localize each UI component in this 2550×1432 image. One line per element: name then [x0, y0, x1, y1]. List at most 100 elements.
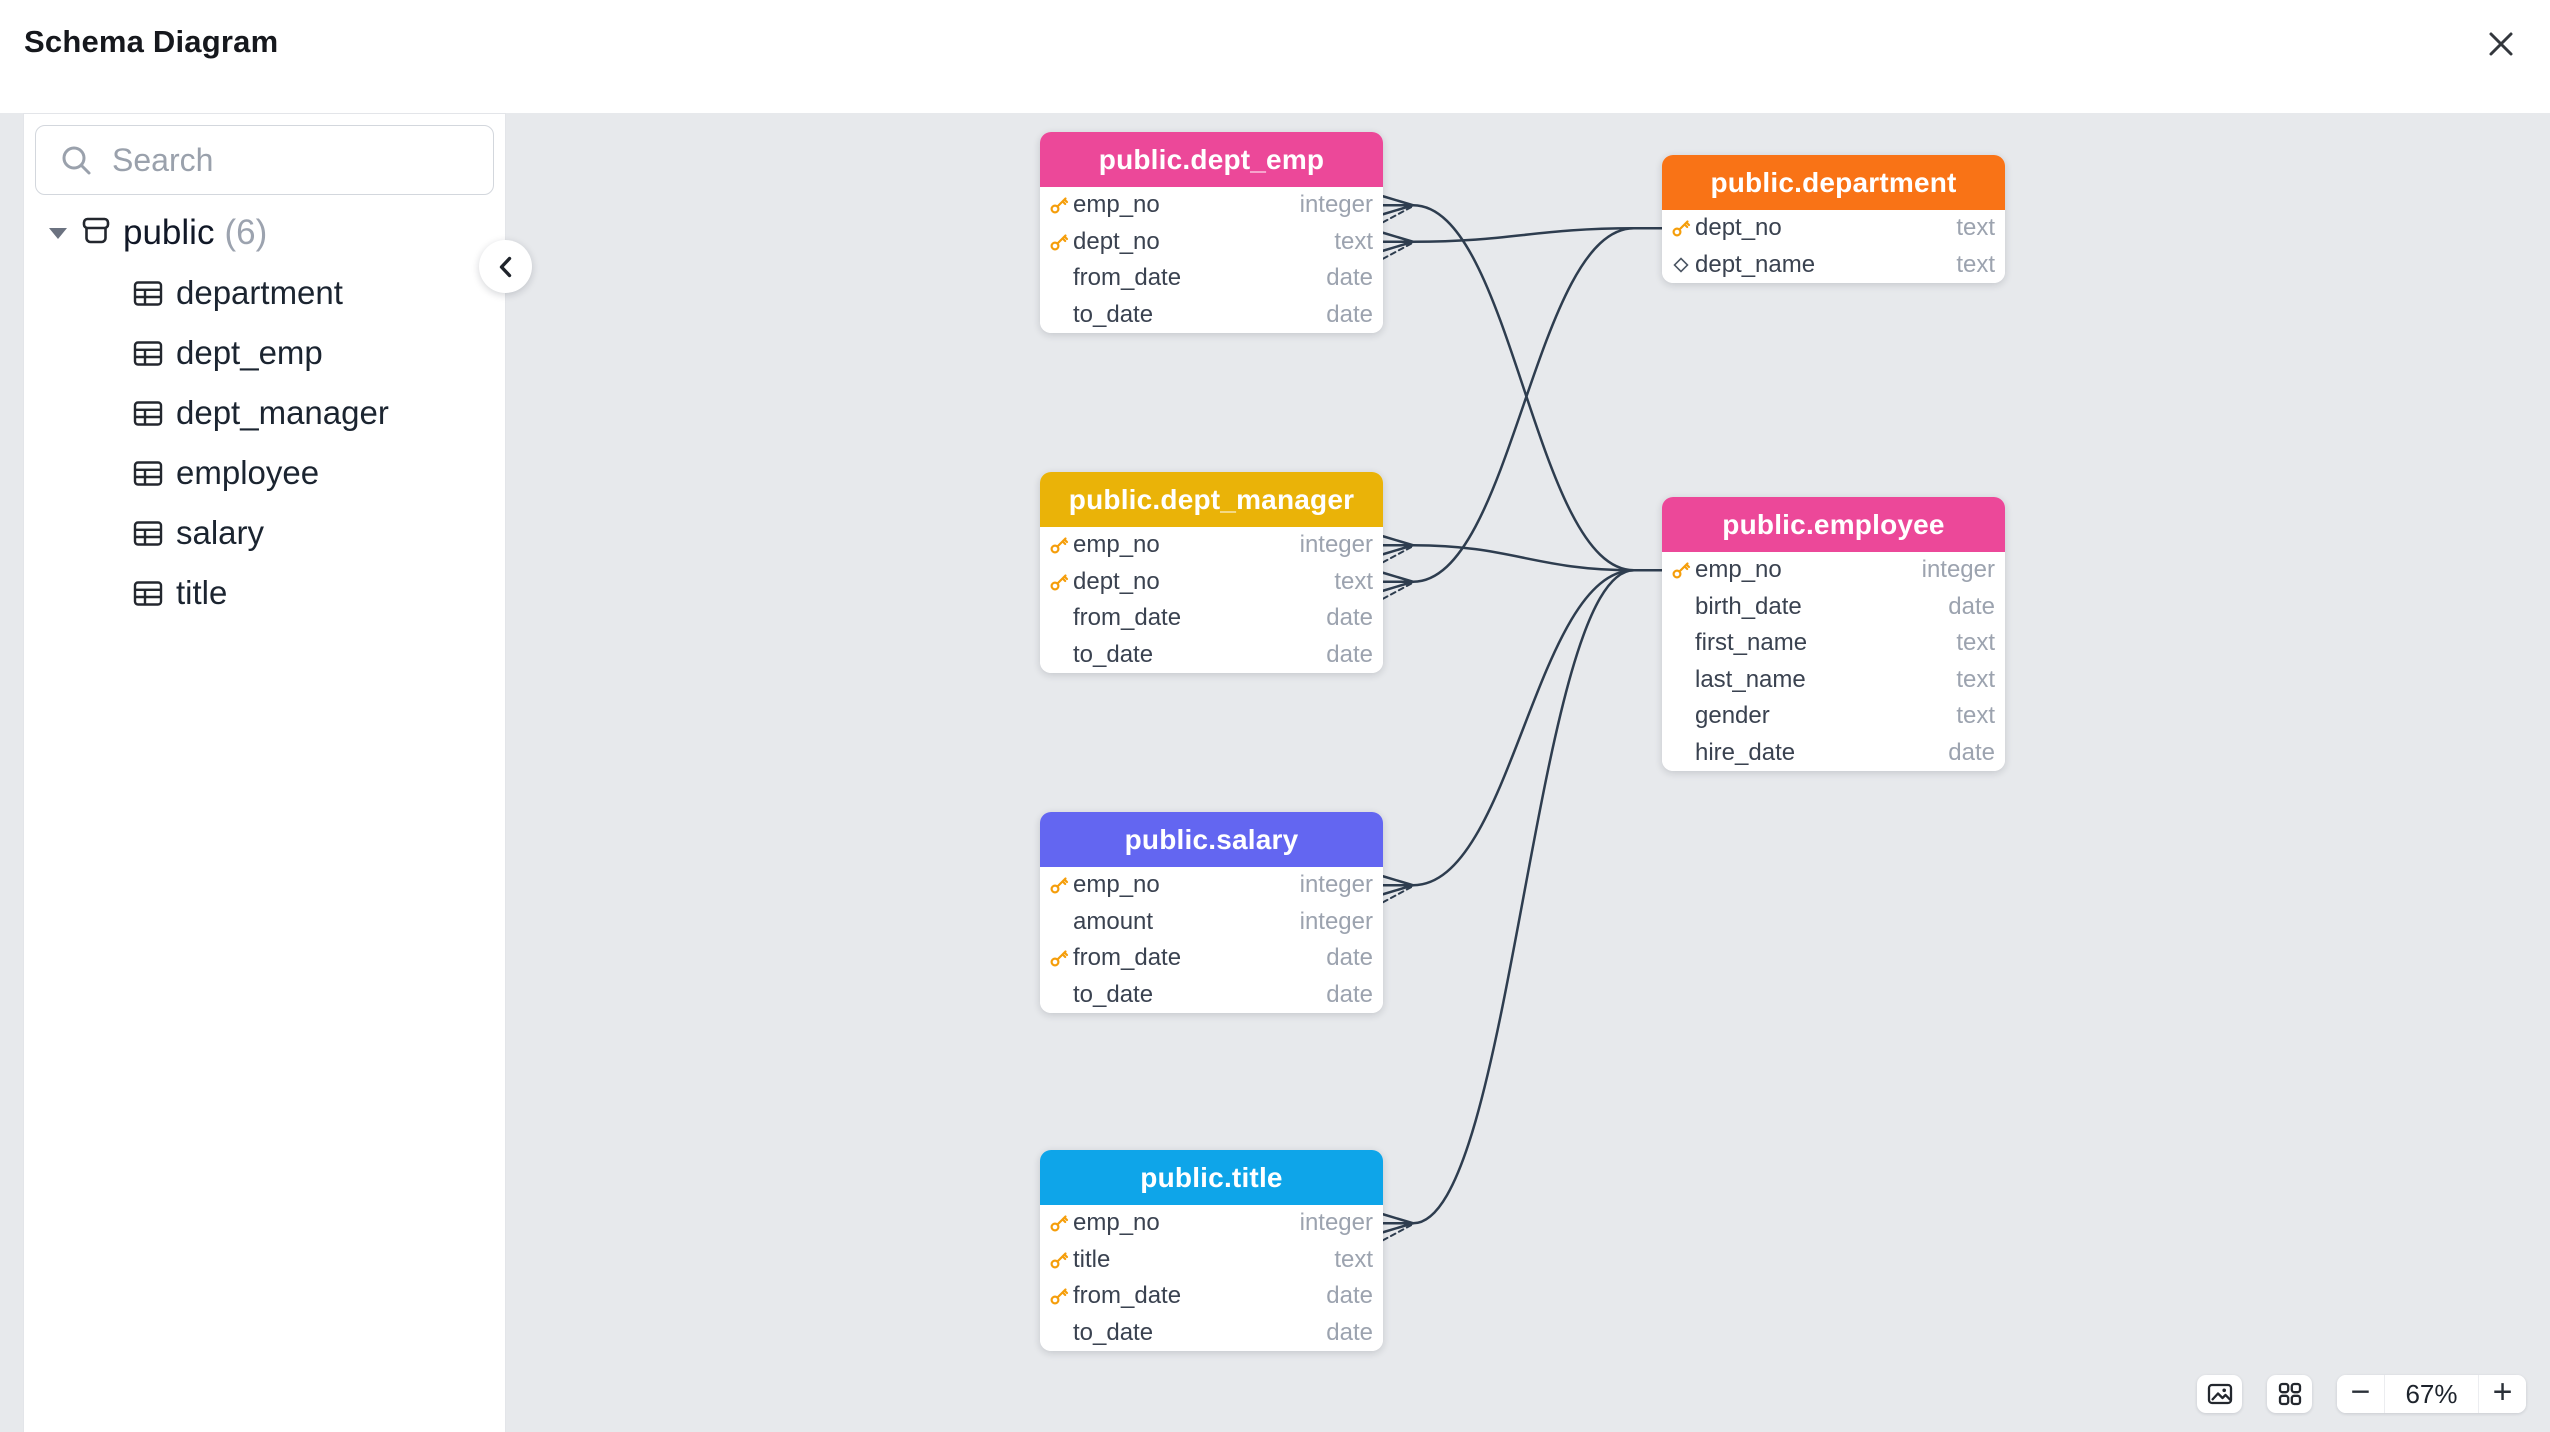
- close-button[interactable]: [2484, 27, 2518, 61]
- column-type: integer: [1921, 556, 1995, 584]
- crowfoot-prong: [1382, 1224, 1412, 1242]
- column-type: date: [1326, 944, 1373, 972]
- crowfoot-prong: [1381, 875, 1415, 887]
- sidebar-item-dept_emp[interactable]: dept_emp: [24, 323, 505, 383]
- search-input[interactable]: [35, 125, 494, 195]
- auto-layout-button[interactable]: [2267, 1375, 2312, 1413]
- column-name: title: [1073, 1245, 1111, 1273]
- entity-header[interactable]: public.employee: [1662, 497, 2005, 552]
- primary-key-icon: [1050, 1215, 1069, 1232]
- column-row: title text: [1040, 1241, 1383, 1278]
- column-type: text: [1334, 227, 1373, 255]
- sidebar-item-dept_manager[interactable]: dept_manager: [24, 383, 505, 443]
- column-type: integer: [1299, 871, 1373, 899]
- column-name: from_date: [1073, 944, 1182, 972]
- column-row: dept_name text: [1662, 246, 2005, 283]
- table-label: dept_emp: [176, 334, 323, 371]
- crowfoot-prong: [1381, 1222, 1415, 1234]
- entity-header[interactable]: public.dept_manager: [1040, 472, 1383, 527]
- column-name: emp_no: [1073, 191, 1160, 219]
- zoom-level: 67%: [2384, 1375, 2479, 1413]
- entity-header[interactable]: public.department: [1662, 155, 2005, 210]
- column-type: date: [1326, 604, 1373, 632]
- entity-header[interactable]: public.title: [1040, 1150, 1383, 1205]
- column-type: integer: [1299, 191, 1373, 219]
- entity-header[interactable]: public.salary: [1040, 812, 1383, 867]
- column-row: amount integer: [1040, 903, 1383, 940]
- table-icon: [133, 580, 163, 606]
- sidebar-item-title[interactable]: title: [24, 563, 505, 623]
- table-icon: [133, 400, 163, 426]
- primary-key-icon: [1050, 537, 1069, 554]
- column-name: dept_no: [1073, 567, 1160, 595]
- column-name: dept_name: [1695, 250, 1816, 278]
- sidebar-collapse-button[interactable]: [479, 240, 532, 293]
- column-name: from_date: [1073, 1282, 1182, 1310]
- zoom-in-button[interactable]: +: [2479, 1375, 2526, 1413]
- relation-edge-dept_emp-employee: [1412, 204, 1662, 572]
- schema-table-count: (6): [224, 213, 268, 252]
- crowfoot-prong: [1382, 206, 1412, 224]
- crowfoot-prong: [1382, 886, 1412, 904]
- primary-key-icon: [1050, 197, 1069, 214]
- tree-node-public[interactable]: public (6): [24, 211, 505, 255]
- column-name: to_date: [1073, 1318, 1154, 1346]
- table-label: title: [176, 574, 228, 611]
- table-label: dept_manager: [176, 394, 389, 431]
- crowfoot-prong: [1382, 582, 1412, 600]
- crowfoot-prong: [1381, 231, 1415, 243]
- column-name: to_date: [1073, 300, 1154, 328]
- column-row: to_date date: [1040, 1314, 1383, 1351]
- table-icon: [133, 340, 163, 366]
- column-type: text: [1334, 1245, 1373, 1273]
- sidebar-item-salary[interactable]: salary: [24, 503, 505, 563]
- column-name: gender: [1695, 702, 1770, 730]
- canvas-controls: − 67% +: [2197, 1375, 2526, 1413]
- column-type: text: [1956, 250, 1995, 278]
- crowfoot-prong: [1381, 204, 1415, 216]
- crowfoot-prong: [1381, 535, 1415, 547]
- page-title: Schema Diagram: [24, 24, 279, 59]
- column-type: integer: [1299, 1209, 1373, 1237]
- column-name: emp_no: [1073, 531, 1160, 559]
- export-image-button[interactable]: [2197, 1375, 2242, 1413]
- table-icon: [133, 280, 163, 306]
- column-type: date: [1326, 1318, 1373, 1346]
- primary-key-icon: [1672, 220, 1691, 237]
- crowfoot-prong: [1381, 571, 1415, 583]
- zoom-out-button[interactable]: −: [2337, 1375, 2384, 1413]
- column-type: date: [1948, 592, 1995, 620]
- column-type: date: [1326, 980, 1373, 1008]
- column-type: date: [1326, 1282, 1373, 1310]
- column-type: integer: [1299, 907, 1373, 935]
- column-name: last_name: [1695, 665, 1806, 693]
- primary-key-icon: [1050, 1288, 1069, 1305]
- table-icon: [133, 520, 163, 546]
- sidebar-item-employee[interactable]: employee: [24, 443, 505, 503]
- column-name: to_date: [1073, 640, 1154, 668]
- column-name: amount: [1073, 907, 1154, 935]
- caret-down-icon[interactable]: [49, 227, 67, 239]
- entity-header[interactable]: public.dept_emp: [1040, 132, 1383, 187]
- sidebar-item-department[interactable]: department: [24, 263, 505, 323]
- schema-name: public: [123, 213, 215, 252]
- column-type: date: [1326, 264, 1373, 292]
- column-name: from_date: [1073, 604, 1182, 632]
- relation-edge-salary-employee: [1412, 569, 1662, 887]
- crowfoot-prong: [1381, 195, 1415, 207]
